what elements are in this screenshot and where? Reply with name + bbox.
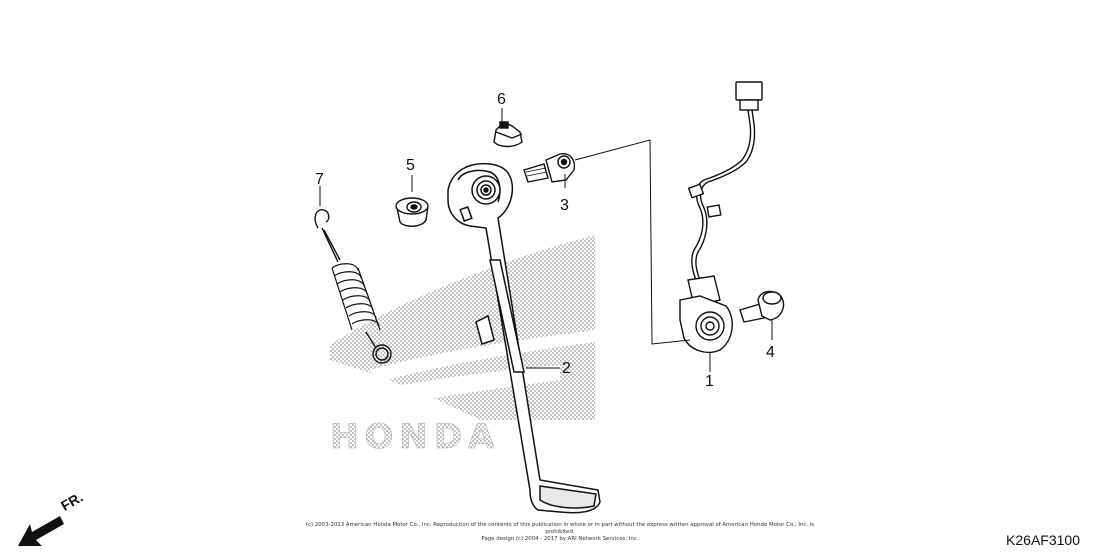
copyright-notice: (c) 2003-2013 American Honda Motor Co., … [300,522,820,543]
leader-lines [319,108,773,372]
side-stand-part-2 [447,162,601,514]
callout-6: 6 [497,91,506,108]
side-stand-switch-part-1 [679,81,763,354]
callout-2: 2 [562,360,571,377]
callout-7: 7 [315,171,324,188]
callout-4: 4 [766,344,775,361]
diagram-code: K26AF3100 [1006,532,1080,548]
honda-wordmark-watermark: HONDA [330,417,500,457]
copyright-line-1: (c) 2003-2013 American Honda Motor Co., … [305,522,815,535]
front-arrow-icon [18,516,64,546]
bolt-part-4 [739,290,785,323]
copyright-line-2: Page design (c) 2004 - 2017 by ARI Netwo… [481,536,639,542]
honda-wing-watermark [330,235,595,420]
callout-1: 1 [705,373,714,390]
spring-part-7 [314,209,392,364]
callout-5: 5 [406,157,415,174]
rubber-part-6 [493,121,523,148]
bushing-part-5 [395,197,429,227]
callout-3: 3 [560,197,569,214]
bolt-part-3 [523,153,576,183]
